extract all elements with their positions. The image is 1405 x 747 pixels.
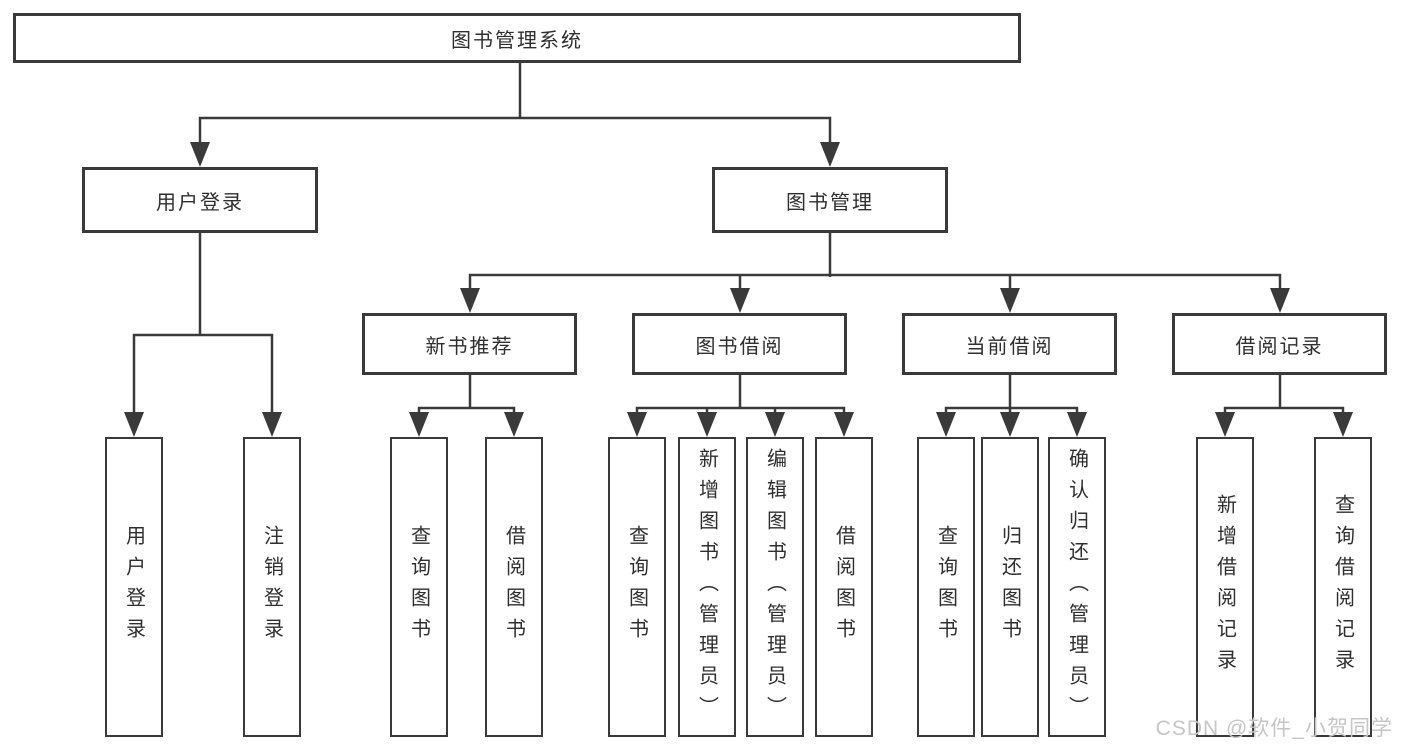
leaf-logout: 注销登录: [243, 437, 301, 737]
node-book-management: 图书管理: [712, 167, 948, 233]
leaf-user-login: 用户登录: [105, 437, 163, 737]
leaf-label: 查询图书: [934, 525, 957, 649]
node-root: 图书管理系统: [13, 13, 1021, 63]
leaf-borrow-books: 借阅图书: [815, 437, 873, 737]
leaf-add-borrow-record: 新增借阅记录: [1196, 437, 1254, 737]
leaf-label: 注销登录: [260, 525, 283, 649]
leaf-label: 新增图书（管理员）: [695, 447, 718, 727]
leaf-label: 借阅图书: [502, 525, 525, 649]
node-borrow-records: 借阅记录: [1172, 313, 1387, 375]
leaf-edit-book-admin: 编辑图书（管理员）: [746, 437, 804, 737]
leaf-add-book-admin: 新增图书（管理员）: [678, 437, 736, 737]
leaf-return-book: 归还图书: [981, 437, 1039, 737]
node-book-borrow: 图书借阅: [632, 313, 847, 375]
leaf-label: 确认归还（管理员）: [1065, 447, 1088, 727]
leaf-label: 编辑图书（管理员）: [763, 447, 786, 727]
node-user-login: 用户登录: [82, 167, 318, 233]
arrowheads: [124, 142, 1353, 437]
leaf-borrow-books-recommend: 借阅图书: [485, 437, 543, 737]
leaf-label: 查询图书: [625, 525, 648, 649]
leaf-label: 借阅图书: [832, 525, 855, 649]
leaf-query-books-recommend: 查询图书: [390, 437, 448, 737]
leaf-confirm-return-admin: 确认归还（管理员）: [1048, 437, 1106, 737]
leaf-label: 查询借阅记录: [1331, 494, 1354, 680]
watermark: CSDN @软件_小贺同学: [1155, 717, 1393, 740]
leaf-query-borrow-record: 查询借阅记录: [1314, 437, 1372, 737]
leaf-label: 归还图书: [998, 525, 1021, 649]
node-current-borrow: 当前借阅: [902, 313, 1117, 375]
leaf-label: 用户登录: [122, 525, 145, 649]
leaf-label: 查询图书: [407, 525, 430, 649]
node-new-book-recommend: 新书推荐: [362, 313, 577, 375]
leaf-query-books-borrow: 查询图书: [608, 437, 666, 737]
leaf-label: 新增借阅记录: [1213, 494, 1236, 680]
leaf-query-books-current: 查询图书: [917, 437, 975, 737]
